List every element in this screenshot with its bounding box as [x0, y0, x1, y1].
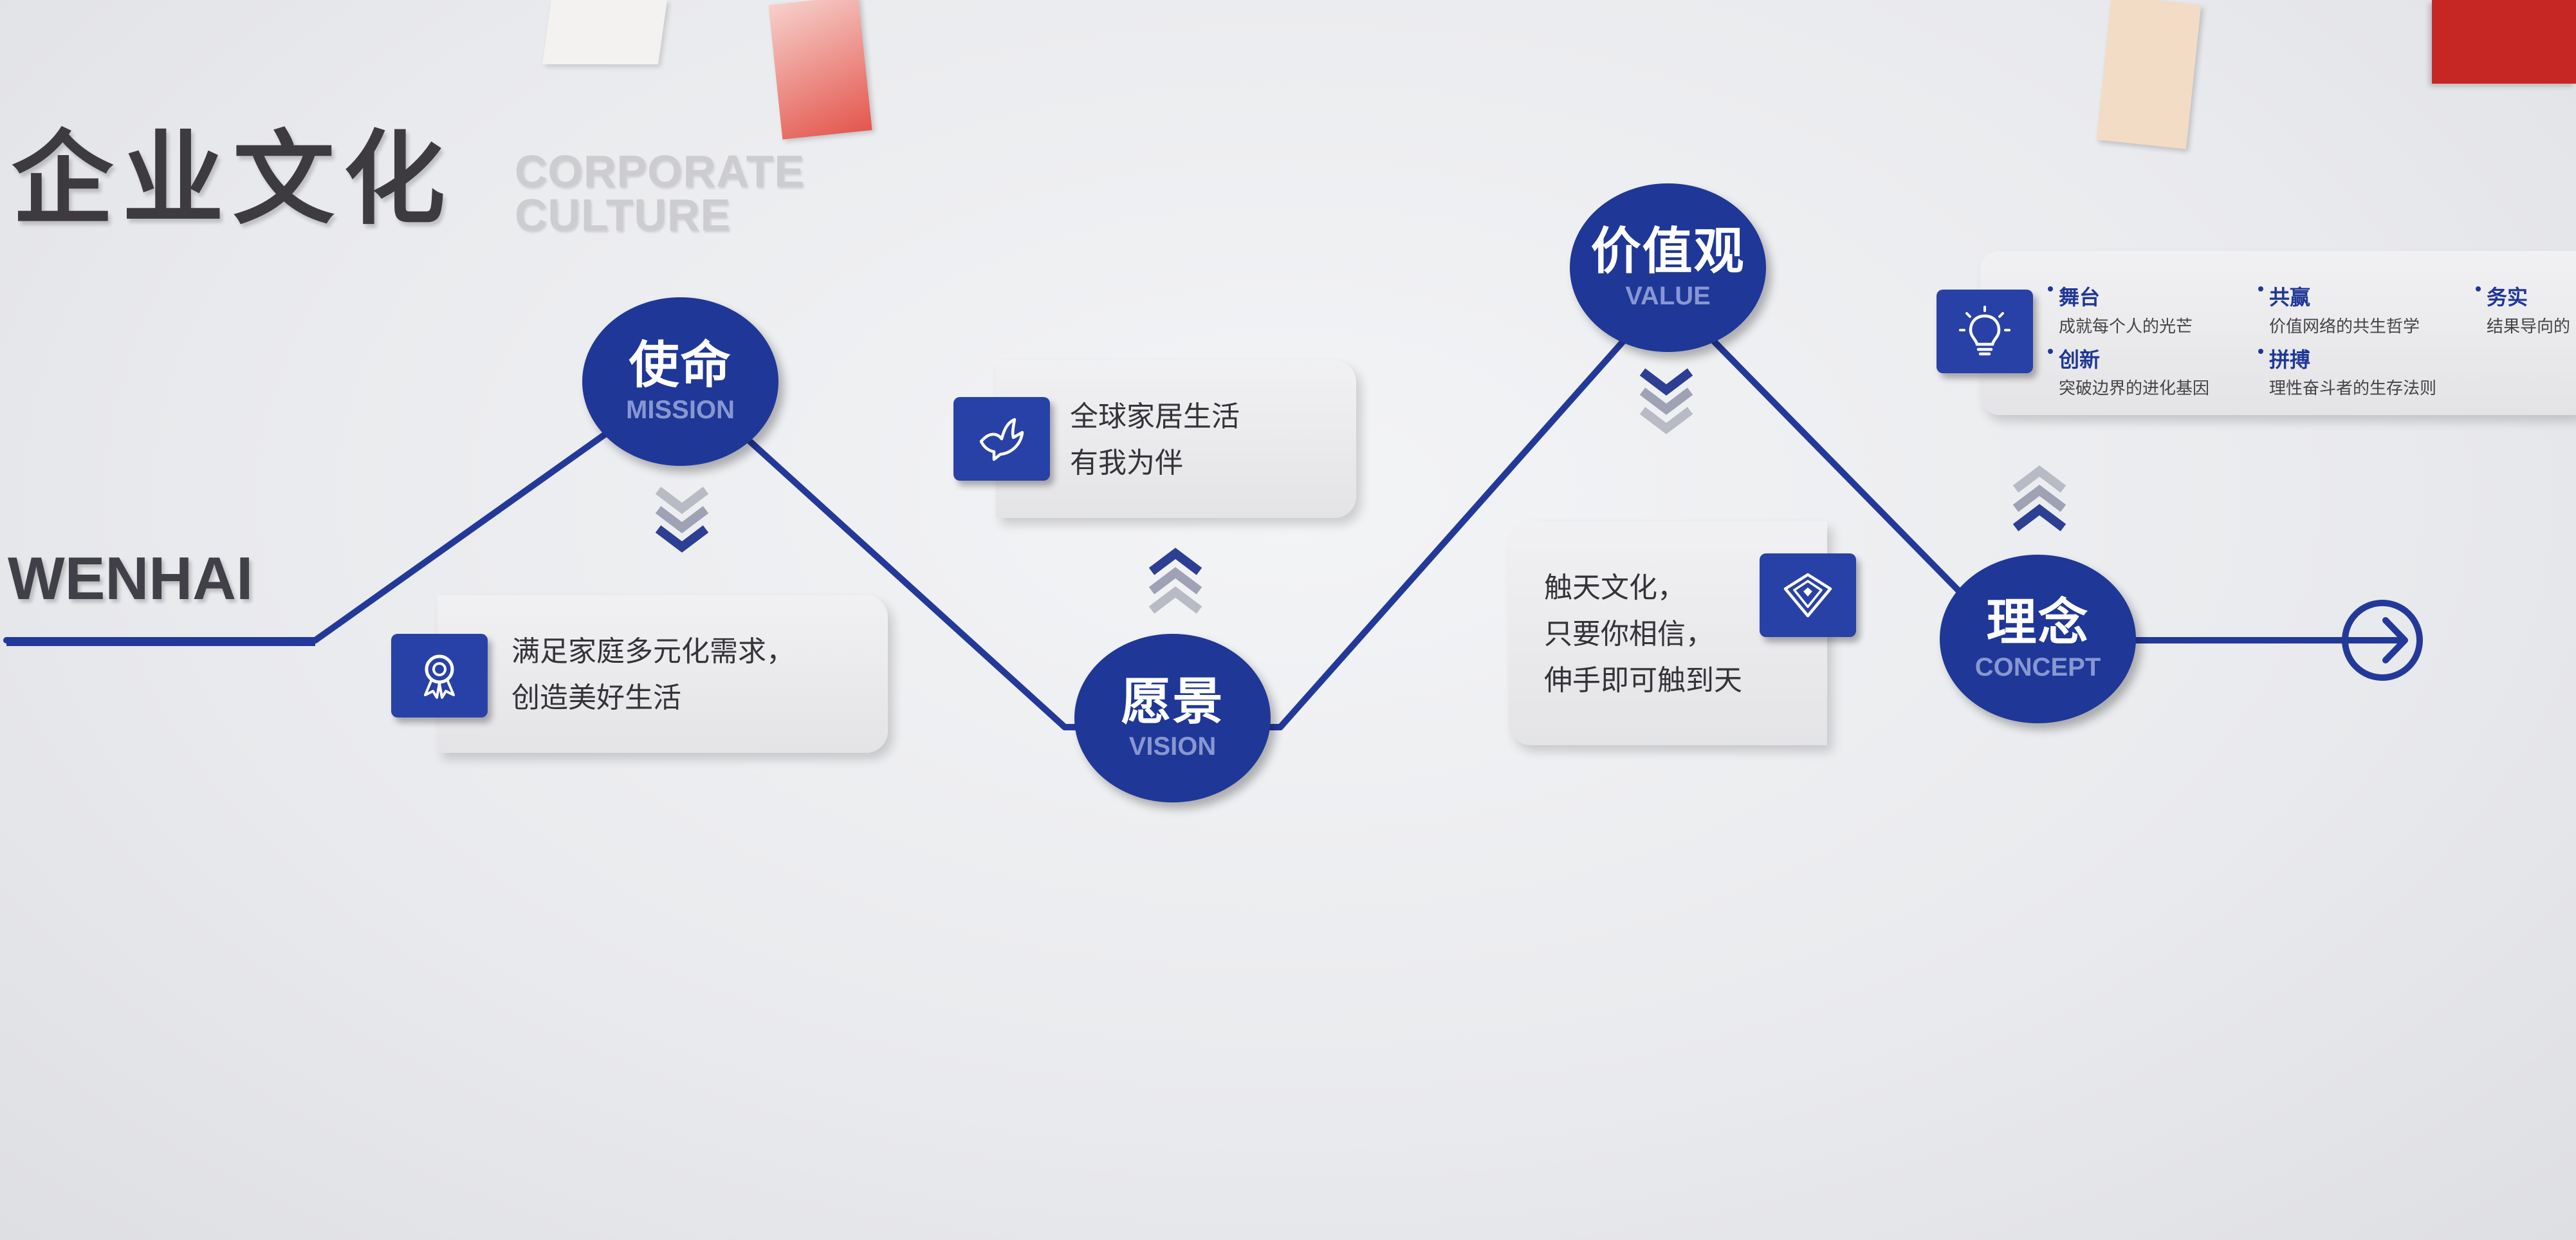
mission-node: 使命 MISSION: [582, 297, 778, 466]
mission-card: 满足家庭多元化需求， 创造美好生活: [437, 595, 888, 753]
mission-icon-tile: [391, 634, 488, 717]
brand-underline: [6, 637, 315, 646]
concept-item-title: 舞台: [2059, 285, 2101, 310]
mission-title: 使命: [629, 337, 732, 394]
concept-card: 舞台 成就每个人的光芒 共赢 价值网络的共生哲学 务实 结果导向的 创新 突破边…: [1980, 251, 2576, 415]
value-line-3: 伸手即可触到天: [1544, 664, 1742, 697]
bullet: [2048, 349, 2053, 354]
red-banner-right: [2432, 0, 2576, 84]
value-icon-tile: [1760, 553, 1856, 637]
mission-line-1: 满足家庭多元化需求，: [511, 635, 795, 668]
vision-line-2: 有我为伴: [1070, 447, 1183, 479]
page-title: 企业文化: [12, 120, 454, 239]
concept-subtitle: CONCEPT: [1974, 653, 2101, 681]
page-title-english: CORPORATE CULTURE: [515, 149, 805, 237]
value-node: 价值观 VALUE: [1570, 183, 1766, 352]
mission-line-2: 创造美好生活: [511, 681, 681, 714]
bullet: [2476, 286, 2481, 291]
concept-icon-tile: [1937, 290, 2033, 373]
chevron-up-icon: [2012, 465, 2066, 532]
vision-card: 全球家居生活 有我为伴: [996, 360, 1356, 518]
bullet: [2048, 286, 2053, 291]
value-line-1: 触天文化，: [1544, 571, 1686, 604]
award-ribbon-icon: [424, 654, 455, 699]
concept-item-desc: 理性奋斗者的生存法则: [2269, 379, 2437, 398]
vision-node: 愿景 VISION: [1074, 634, 1271, 802]
value-title: 价值观: [1590, 223, 1745, 281]
concept-item-title: 拼搏: [2269, 347, 2311, 372]
concept-item-desc: 价值网络的共生哲学: [2269, 317, 2420, 337]
concept-item-title: 务实: [2487, 285, 2528, 310]
title-en-line2: CULTURE: [515, 190, 731, 240]
arrow-circle-icon: [2342, 600, 2423, 681]
chevron-down-icon: [1639, 368, 1693, 434]
lightbulb-icon: [1959, 306, 2010, 356]
concept-item-desc: 结果导向的: [2487, 317, 2571, 337]
concept-item-title: 共赢: [2269, 285, 2311, 310]
vision-title: 愿景: [1121, 673, 1224, 731]
value-line-2: 只要你相信，: [1544, 618, 1714, 651]
dove-icon: [979, 418, 1024, 461]
vision-line-1: 全球家居生活: [1070, 400, 1240, 433]
concept-item-title: 创新: [2059, 347, 2101, 372]
value-subtitle: VALUE: [1625, 282, 1711, 310]
concept-node: 理念 CONCEPT: [1940, 555, 2136, 723]
concept-title: 理念: [1986, 594, 2090, 652]
mission-subtitle: MISSION: [626, 396, 735, 424]
title-en-line1: CORPORATE: [515, 146, 805, 196]
chevron-up-icon: [1148, 548, 1202, 614]
chevron-down-icon: [655, 486, 709, 553]
vision-subtitle: VISION: [1128, 732, 1217, 761]
vision-icon-tile: [953, 397, 1050, 481]
brand-name: WENHAI: [8, 544, 253, 612]
concept-item-desc: 突破边界的进化基因: [2059, 379, 2210, 398]
diamond-icon: [1783, 573, 1832, 618]
concept-item-desc: 成就每个人的光芒: [2059, 317, 2193, 337]
bullet: [2258, 349, 2263, 354]
bullet: [2258, 286, 2263, 291]
